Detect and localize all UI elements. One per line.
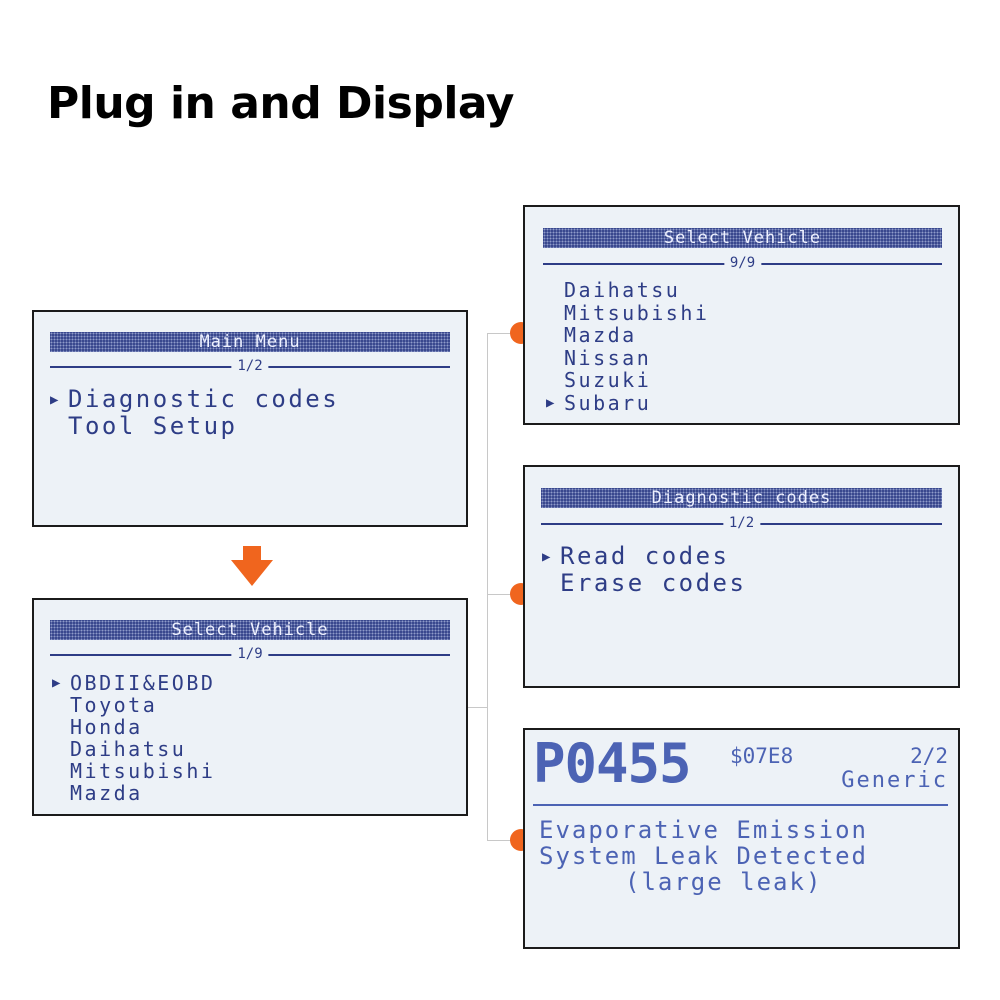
connector-horizontal — [468, 707, 488, 708]
main-menu-list: ▶ Diagnostic codes Tool Setup — [50, 385, 340, 440]
main-menu-page-indicator: 1/2 — [50, 356, 450, 376]
diagnostic-codes-list: ▶ Read codes Erase codes — [542, 542, 747, 597]
connector-branch-3 — [487, 840, 511, 841]
vehicle-list: Daihatsu Mitsubishi Mazda Nissan Suzuki … — [546, 278, 710, 415]
dtc-description-line-2: System Leak Detected — [539, 842, 868, 870]
list-item[interactable]: Mazda — [564, 323, 637, 347]
list-item[interactable]: Suzuki — [564, 368, 652, 392]
list-item[interactable]: Daihatsu — [564, 278, 681, 302]
select-vehicle-screen-9: Select Vehicle 9/9 Daihatsu Mitsubishi M… — [523, 205, 960, 425]
cursor-icon: ▶ — [50, 392, 61, 408]
list-item[interactable]: ▶ OBDII&EOBD — [52, 671, 216, 695]
list-item[interactable]: Mitsubishi — [70, 759, 216, 783]
menu-item-read-codes[interactable]: ▶ Read codes — [542, 542, 730, 570]
dtc-screen: P0455 $07E8 2/2 Generic Evaporative Emis… — [523, 728, 960, 949]
vehicle-list: ▶ OBDII&EOBD Toyota Honda Daihatsu Mitsu… — [52, 671, 216, 805]
menu-item-diagnostic-codes[interactable]: ▶ Diagnostic codes — [50, 385, 340, 413]
list-item[interactable]: Daihatsu — [70, 737, 187, 761]
menu-item-tool-setup[interactable]: Tool Setup — [68, 412, 238, 440]
list-item[interactable]: Toyota — [70, 693, 158, 717]
diagnostic-codes-page-indicator: 1/2 — [541, 513, 942, 533]
diagnostic-codes-screen: Diagnostic codes 1/2 ▶ Read codes Erase … — [523, 465, 960, 688]
select-vehicle-header: Select Vehicle — [543, 228, 942, 248]
ecu-id: $07E8 — [730, 744, 794, 768]
arrow-down-icon — [231, 546, 273, 586]
connector-vertical — [487, 333, 488, 841]
list-item[interactable]: Nissan — [564, 345, 652, 370]
list-item[interactable]: Mazda — [70, 781, 143, 805]
dtc-description-line-1: Evaporative Emission — [539, 816, 868, 844]
main-menu-screen: Main Menu 1/2 ▶ Diagnostic codes Tool Se… — [32, 310, 468, 527]
page-title: Plug in and Display — [47, 78, 514, 129]
cursor-icon: ▶ — [546, 394, 557, 411]
select-vehicle-screen-1: Select Vehicle 1/9 ▶ OBDII&EOBD Toyota H… — [32, 598, 468, 816]
dtc-description-line-3: (large leak) — [625, 868, 823, 896]
dtc-page-indicator: 2/2 — [910, 744, 948, 768]
select-vehicle-header: Select Vehicle — [50, 620, 450, 640]
select-vehicle-page-indicator: 9/9 — [543, 253, 942, 273]
list-item[interactable]: Mitsubishi — [564, 300, 710, 325]
list-item[interactable]: Honda — [70, 715, 143, 739]
list-item[interactable]: ▶ Subaru — [546, 390, 652, 415]
cursor-icon: ▶ — [52, 675, 63, 691]
connector-branch-1 — [487, 333, 511, 334]
menu-item-erase-codes[interactable]: Erase codes — [560, 569, 747, 597]
dtc-code: P0455 — [533, 732, 692, 795]
diagnostic-codes-header: Diagnostic codes — [541, 488, 942, 508]
main-menu-header: Main Menu — [50, 332, 450, 352]
dtc-divider — [533, 804, 948, 806]
dtc-type: Generic — [841, 768, 948, 793]
select-vehicle-page-indicator: 1/9 — [50, 644, 450, 664]
connector-branch-2 — [487, 594, 511, 595]
cursor-icon: ▶ — [542, 549, 553, 565]
